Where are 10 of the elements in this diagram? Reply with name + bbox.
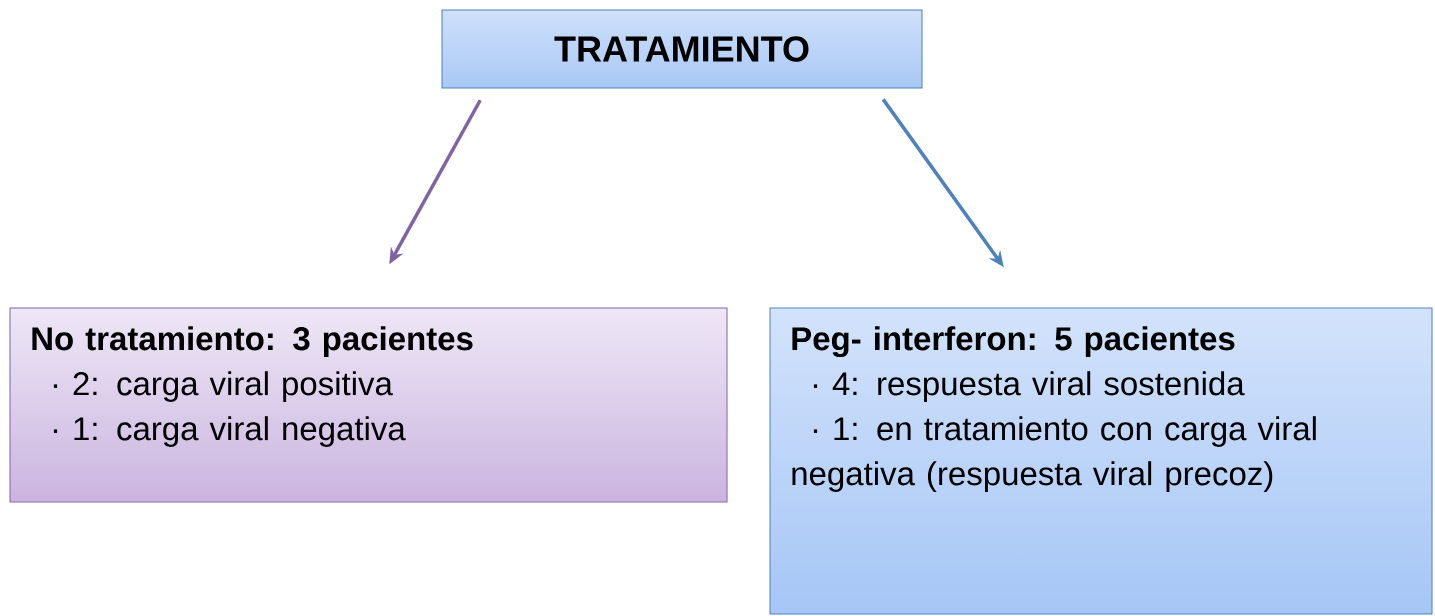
- info-box: [769, 307, 1433, 615]
- title-box: [441, 9, 923, 89]
- list-item: · 1: carga viral negativa: [53, 416, 406, 447]
- heading: No tratamiento: 3 pacientes: [32, 326, 473, 357]
- list-item: · 2: carga viral positiva: [53, 371, 393, 402]
- info-box: [9, 307, 728, 503]
- list-item: · 4: respuesta viral sostenida: [813, 371, 1245, 402]
- heading: Peg- interferon: 5 pacientes: [792, 326, 1235, 358]
- title-text: TRATAMIENTO: [554, 36, 809, 62]
- list-item: · 1: en tratamiento con carga viral negativa (respuesta viral precoz): [792, 416, 1316, 492]
